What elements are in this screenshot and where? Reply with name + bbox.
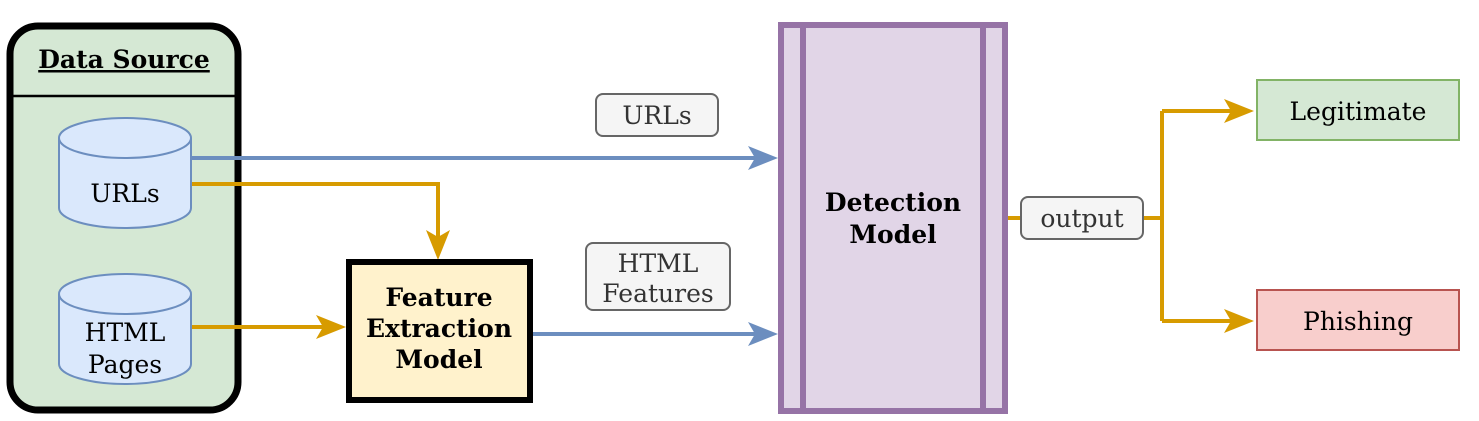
urls-db-label: URLs [90, 179, 159, 208]
detection-model-node: Detection Model [778, 22, 1008, 414]
phishing-node: Phishing [1256, 289, 1460, 351]
feature-extraction-line1: Feature [385, 283, 492, 312]
arrowhead-orange-legitimate [1224, 99, 1254, 123]
arrow-feature-to-detection [533, 322, 778, 346]
edge-label-urls: URLs [595, 93, 719, 137]
arrow-urls-to-feature [192, 182, 450, 260]
feature-extraction-line2: Extraction [366, 314, 512, 343]
legitimate-box [1256, 79, 1460, 141]
edge-label-output: output [1020, 196, 1144, 240]
html-db-top [58, 273, 192, 315]
arrowhead-blue-bottom [748, 322, 778, 346]
arrowhead-blue-top [748, 146, 778, 170]
html-db-body [58, 294, 192, 385]
edge-label-urls-text: URLs [622, 101, 691, 130]
phishing-label: Phishing [1303, 307, 1413, 336]
detection-model-box [778, 22, 1008, 414]
arrowhead-orange-down [426, 230, 450, 260]
feature-extraction-node: Feature Extraction Model [346, 259, 533, 403]
urls-db-top [58, 117, 192, 159]
edge-label-output-text: output [1040, 204, 1123, 233]
edge-label-html-line1: HTML [618, 249, 699, 278]
detection-model-line1: Detection [825, 188, 961, 217]
legitimate-node: Legitimate [1256, 79, 1460, 141]
feature-extraction-box [346, 259, 533, 403]
html-db-label-line1: HTML [85, 318, 166, 347]
data-source-title: Data Source [38, 45, 210, 74]
phishing-box [1256, 289, 1460, 351]
feature-extraction-line3: Model [395, 345, 482, 374]
urls-db-body [58, 138, 192, 229]
html-pages-database: HTML Pages [58, 273, 192, 385]
arrow-urls-to-detection [192, 146, 778, 170]
html-db-label-line2: Pages [88, 350, 162, 379]
legitimate-label: Legitimate [1290, 97, 1427, 126]
urls-database: URLs [58, 117, 192, 229]
arrow-html-to-feature [192, 315, 346, 339]
edge-label-html-features: HTML Features [585, 242, 731, 311]
edge-label-html-line2: Features [602, 279, 713, 308]
arrowhead-orange-phishing [1224, 309, 1254, 333]
arrowhead-orange-right [316, 315, 346, 339]
detection-model-line2: Model [849, 220, 936, 249]
